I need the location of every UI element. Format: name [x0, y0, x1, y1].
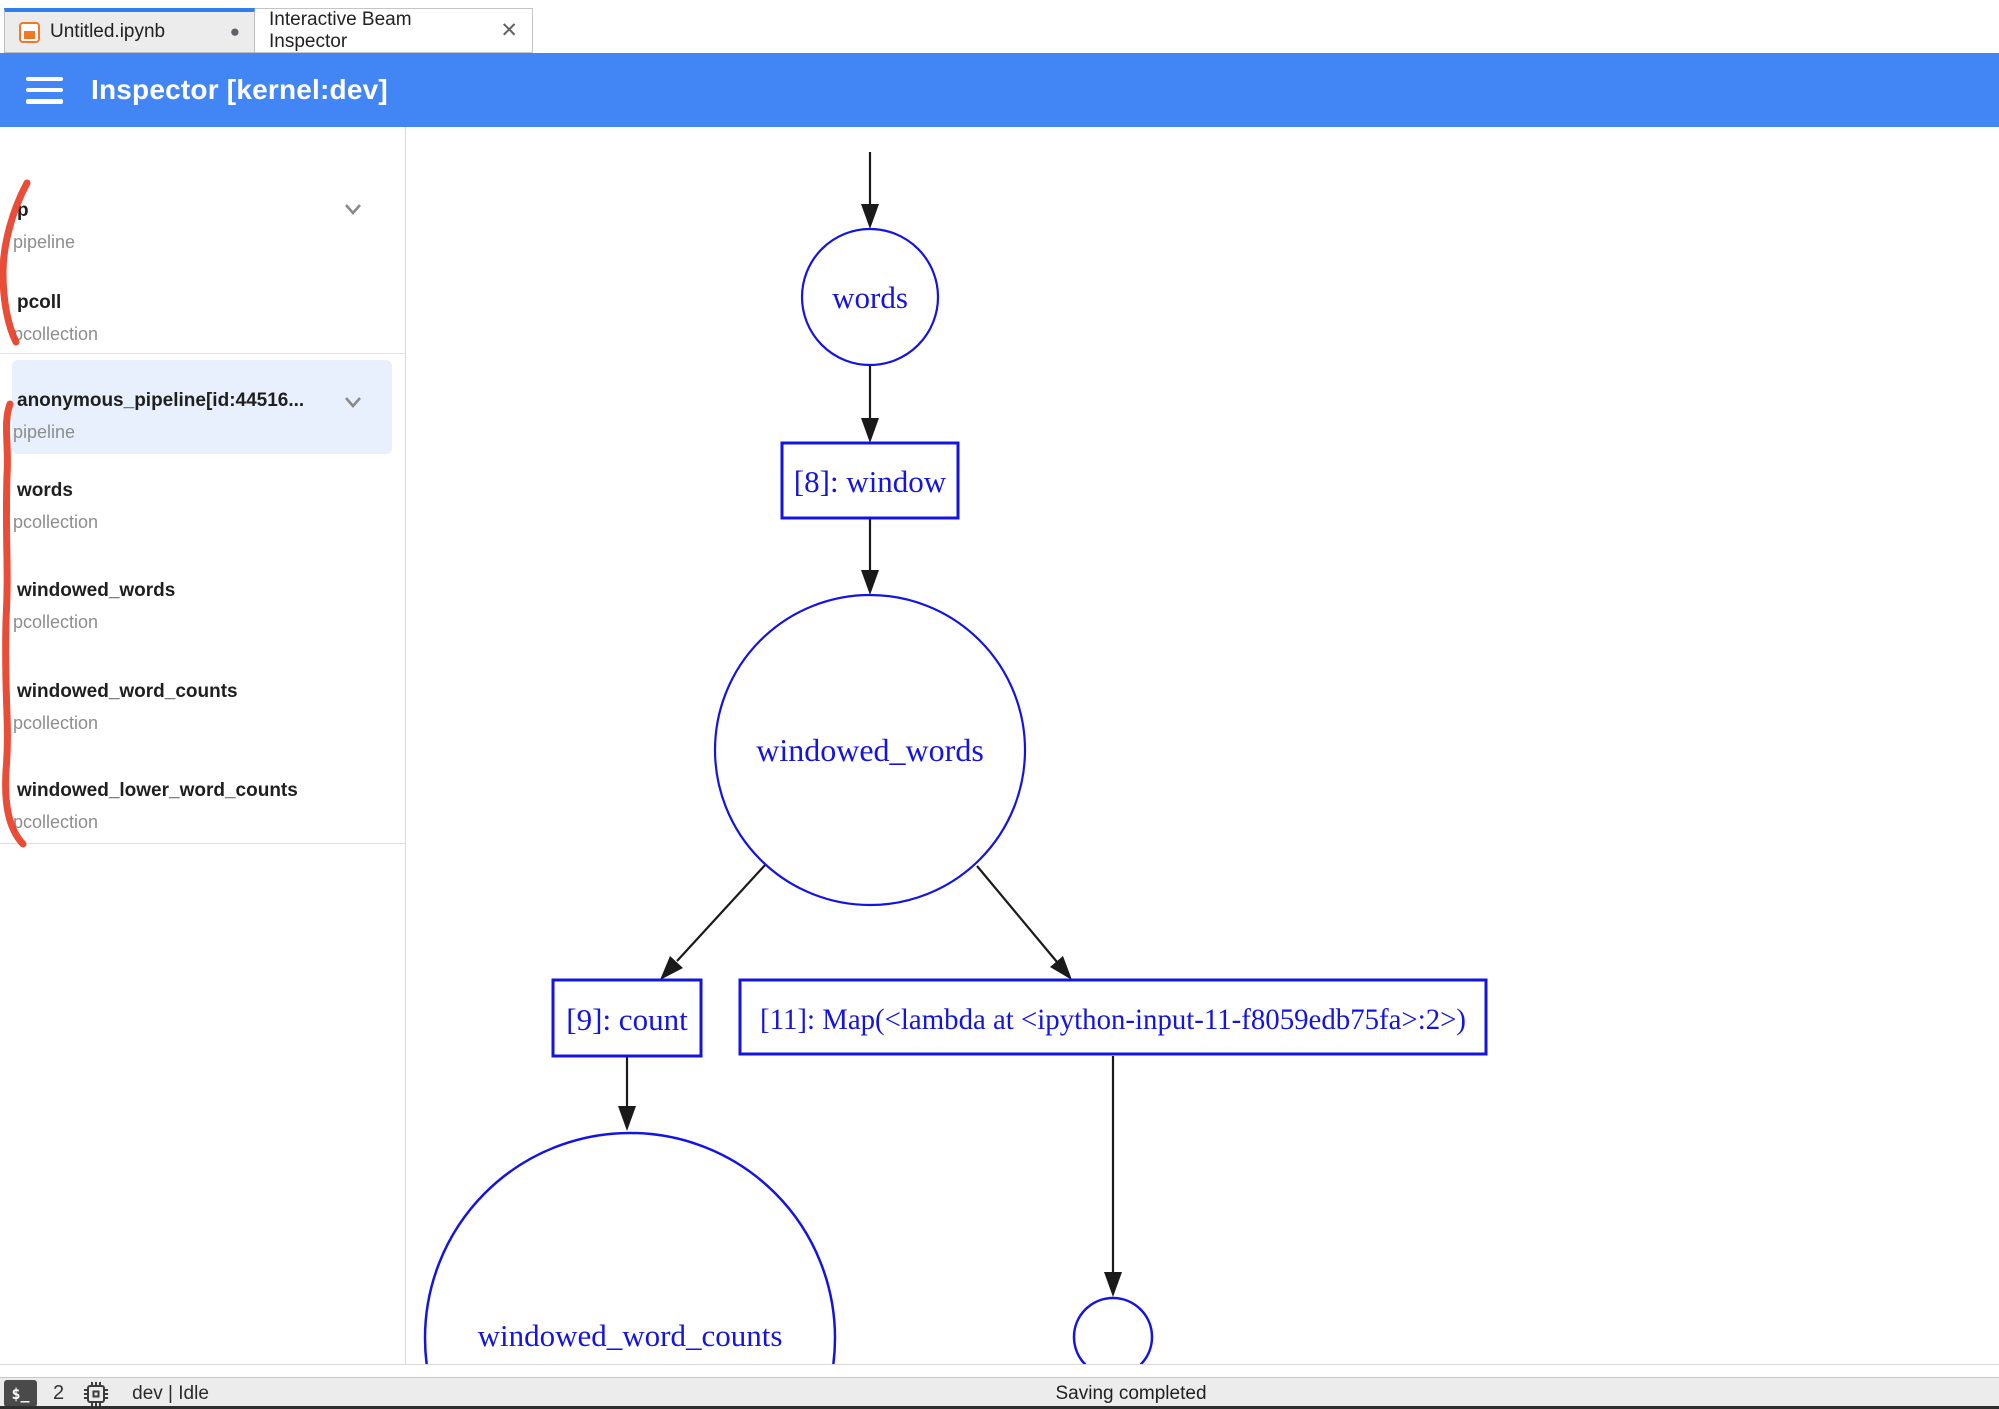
edge-windowed-words-to-count [676, 863, 767, 962]
tab-label: Interactive Beam Inspector [269, 8, 412, 52]
tab-label: Untitled.ipynb [50, 21, 166, 42]
sidebar-item-type: pcollection [13, 713, 99, 733]
list-bottom-border [0, 843, 405, 844]
pipeline-sidebar: p pipeline pcoll pcollection anonymous_p… [0, 127, 406, 1364]
sidebar-item-type: pcollection [13, 612, 99, 632]
selected-item-highlight [12, 360, 392, 454]
sidebar-item-windowed-lower-word-counts[interactable]: windowed_lower_word_counts [17, 780, 298, 801]
page-title: Inspector [kernel:dev] [91, 74, 388, 105]
node-words-circle[interactable] [800, 227, 940, 367]
arrowhead [861, 418, 879, 443]
save-status-message: Saving completed [1055, 1382, 1207, 1404]
edge-windowed-words-to-map [976, 865, 1058, 963]
node-windowed-lower-word-counts-circle[interactable] [1072, 1296, 1154, 1364]
sidebar-item-pcoll[interactable]: pcoll [17, 292, 62, 313]
unsaved-dot-icon: ● [229, 22, 240, 41]
node-windowed-word-counts-circle[interactable] [423, 1131, 837, 1364]
notebook-icon [19, 21, 40, 43]
section-divider [0, 353, 405, 354]
sidebar-item-type: pcollection [13, 324, 99, 344]
node-windowed-words-label: windowed_words [756, 732, 984, 768]
window-bottom-edge [0, 1406, 1999, 1409]
tab-untitled-notebook[interactable]: Untitled.ipynb ● [4, 8, 255, 53]
sidebar-item-type: pipeline [13, 422, 76, 442]
node-count-rect[interactable] [551, 978, 703, 1058]
node-windowed-words-circle[interactable] [713, 593, 1027, 907]
sidebar-item-type: pcollection [13, 812, 99, 832]
sidebar-item-words[interactable]: words [17, 480, 73, 501]
inspector-header: Inspector [kernel:dev] [0, 53, 1999, 127]
sidebar-item-windowed-word-counts[interactable]: windowed_word_counts [17, 681, 238, 702]
node-count-label: [9]: count [566, 1002, 688, 1037]
arrowhead [1104, 1272, 1122, 1297]
kernel-chip-icon[interactable] [82, 1380, 110, 1408]
panel-bottom-border [0, 1364, 1999, 1365]
chevron-down-icon[interactable] [338, 194, 368, 224]
chevron-down-icon[interactable] [338, 387, 368, 417]
close-icon[interactable]: ✕ [500, 19, 518, 42]
hamburger-menu-icon[interactable] [26, 76, 63, 104]
terminal-count: 2 [53, 1382, 65, 1404]
node-map-label: [11]: Map(<lambda at <ipython-input-11-f… [760, 1003, 1466, 1036]
node-words-label: words [832, 280, 908, 315]
arrowhead [861, 204, 879, 229]
sidebar-item-type: pcollection [13, 512, 99, 532]
sidebar-item-anonymous-pipeline[interactable]: anonymous_pipeline[id:44516... [17, 390, 305, 411]
kernel-status[interactable]: dev | Idle [132, 1382, 209, 1404]
pipeline-graph-panel: words [8]: window windowed_words [9]: co… [406, 127, 1999, 1364]
node-map-rect[interactable] [738, 978, 1488, 1056]
sidebar-item-windowed-words[interactable]: windowed_words [17, 580, 176, 601]
sidebar-item-type: pipeline [13, 232, 76, 252]
node-windowed-word-counts-label: windowed_word_counts [478, 1318, 783, 1353]
graph-arrowheads [618, 204, 1122, 1297]
terminal-icon[interactable]: $_ [4, 1380, 37, 1407]
tab-beam-inspector[interactable]: Interactive Beam Inspector ✕ [255, 8, 533, 53]
arrowhead [660, 956, 683, 980]
node-window-rect[interactable] [780, 441, 960, 520]
arrowhead [861, 570, 879, 595]
pipeline-graph: words [8]: window windowed_words [9]: co… [423, 152, 1488, 1364]
status-bar: $_ 2 dev | Idle Saving completed [0, 1377, 1999, 1409]
arrowhead [618, 1106, 636, 1131]
dock-tab-bar: Untitled.ipynb ● Interactive Beam Inspec… [0, 0, 1999, 53]
graph-edges [625, 152, 1115, 1276]
node-window-label: [8]: window [794, 464, 947, 499]
sidebar-item-p[interactable]: p [17, 200, 29, 221]
arrowhead [1050, 956, 1072, 980]
